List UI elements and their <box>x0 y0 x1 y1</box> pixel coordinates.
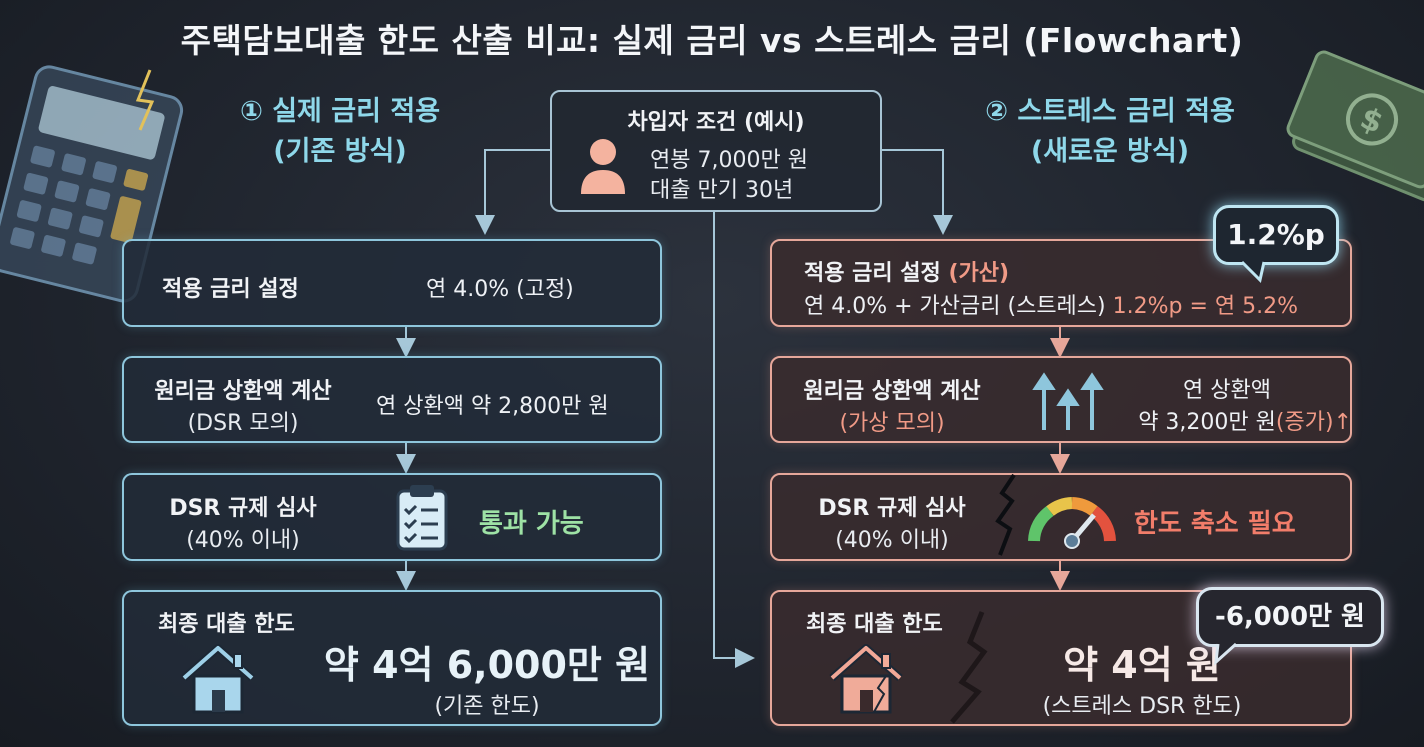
right-repayment-box: 원리금 상환액 계산 (가상 모의) 연 상환액 약 3,200만 원(증가)↑ <box>770 356 1352 443</box>
left-repayment-sublabel: (DSR 모의) <box>187 411 299 436</box>
page-title: 주택담보대출 한도 산출 비교: 실제 금리 vs 스트레스 금리 (Flowc… <box>180 21 1244 60</box>
left-heading-line2: (기존 방식) <box>273 136 407 167</box>
money-icon: $ <box>1286 50 1424 202</box>
right-dsr-label: DSR 규제 심사 <box>818 496 966 521</box>
left-repayment-box: 원리금 상환액 계산 (DSR 모의) 연 상환액 약 2,800만 원 <box>122 356 662 443</box>
right-dsr-sublabel: (40% 이내) <box>835 528 949 553</box>
right-rate-formula-b: 1.2%p = 연 5.2% <box>1112 294 1299 319</box>
left-rate-value: 연 4.0% (고정) <box>426 277 574 302</box>
right-final-value: 약 4억 원 <box>1063 643 1221 687</box>
left-repayment-value: 연 상환액 약 2,800만 원 <box>376 394 609 419</box>
right-repayment-sublabel: (가상 모의) <box>839 411 945 436</box>
right-repayment-label: 원리금 상환액 계산 <box>803 379 981 404</box>
right-final-label: 최종 대출 한도 <box>806 612 943 637</box>
right-rate-formula: 연 4.0% + 가산금리 (스트레스) 1.2%p = 연 5.2% <box>804 288 1298 320</box>
increase-arrows-icon <box>1032 372 1104 430</box>
left-final-note: (기존 한도) <box>434 694 540 719</box>
right-column-heading: ② 스트레스 금리 적용 (새로운 방식) <box>920 92 1300 172</box>
right-heading-line1: ② 스트레스 금리 적용 <box>985 96 1235 127</box>
limit-difference-bubble: -6,000만 원 <box>1196 587 1384 647</box>
crack-icon <box>995 473 1016 556</box>
right-repayment-value-line2: 약 3,200만 원(증가)↑ <box>1094 404 1352 436</box>
bubble-tail <box>1240 260 1266 283</box>
person-icon <box>581 139 625 194</box>
left-dsr-sublabel: (40% 이내) <box>186 528 300 553</box>
house-icon <box>829 644 903 714</box>
right-repayment-amount: 약 3,200만 원 <box>1138 410 1276 435</box>
right-rate-label-accent: (가산) <box>948 261 1010 286</box>
left-dsr-box: DSR 규제 심사 (40% 이내) 통과 가능 <box>122 473 662 561</box>
right-dsr-result: 한도 축소 필요 <box>1134 509 1296 539</box>
conditions-heading: 차입자 조건 (예시) <box>627 110 805 135</box>
borrower-conditions-box: 차입자 조건 (예시) 연봉 7,000만 원 대출 만기 30년 <box>550 90 882 212</box>
left-rate-label: 적용 금리 설정 <box>162 277 299 302</box>
left-rate-setting-box: 적용 금리 설정 연 4.0% (고정) <box>122 239 662 327</box>
left-final-limit-box: 최종 대출 한도 약 4억 6,000만 원 (기존 한도) <box>122 590 662 726</box>
right-heading-line2: (새로운 방식) <box>1030 136 1190 167</box>
right-repayment-value-line1: 연 상환액 <box>1183 378 1271 403</box>
left-final-label: 최종 대출 한도 <box>158 612 295 637</box>
left-repayment-label: 원리금 상환액 계산 <box>154 379 332 404</box>
bubble-tail <box>1214 642 1238 666</box>
right-rate-label: 적용 금리 설정 (가산) <box>804 255 1009 287</box>
left-heading-line1: ① 실제 금리 적용 <box>239 96 441 127</box>
left-dsr-result: 통과 가능 <box>479 509 584 539</box>
term-text: 대출 만기 30년 <box>650 178 794 203</box>
salary-text: 연봉 7,000만 원 <box>650 148 808 173</box>
house-icon <box>181 644 255 714</box>
left-dsr-label: DSR 규제 심사 <box>169 496 317 521</box>
right-final-limit-box: 최종 대출 한도 약 4억 원 (스트레스 DSR 한도) <box>770 590 1352 726</box>
left-final-value: 약 4억 6,000만 원 <box>323 643 651 687</box>
rate-increase-bubble: 1.2%p <box>1213 205 1339 265</box>
crack-icon <box>950 611 988 724</box>
right-repayment-increase: (증가) <box>1275 410 1334 435</box>
up-arrow-icon: ↑ <box>1333 410 1352 435</box>
right-dsr-box: DSR 규제 심사 (40% 이내) 한도 축소 필요 <box>770 473 1352 561</box>
right-rate-formula-a: 연 4.0% + 가산금리 (스트레스) <box>804 294 1106 319</box>
right-final-note: (스트레스 DSR 한도) <box>1042 694 1242 719</box>
right-rate-label-text: 적용 금리 설정 <box>804 261 941 286</box>
clipboard-icon <box>396 485 448 551</box>
calculator-icon <box>0 65 184 303</box>
gauge-icon <box>1028 497 1116 549</box>
left-column-heading: ① 실제 금리 적용 (기존 방식) <box>180 92 500 172</box>
